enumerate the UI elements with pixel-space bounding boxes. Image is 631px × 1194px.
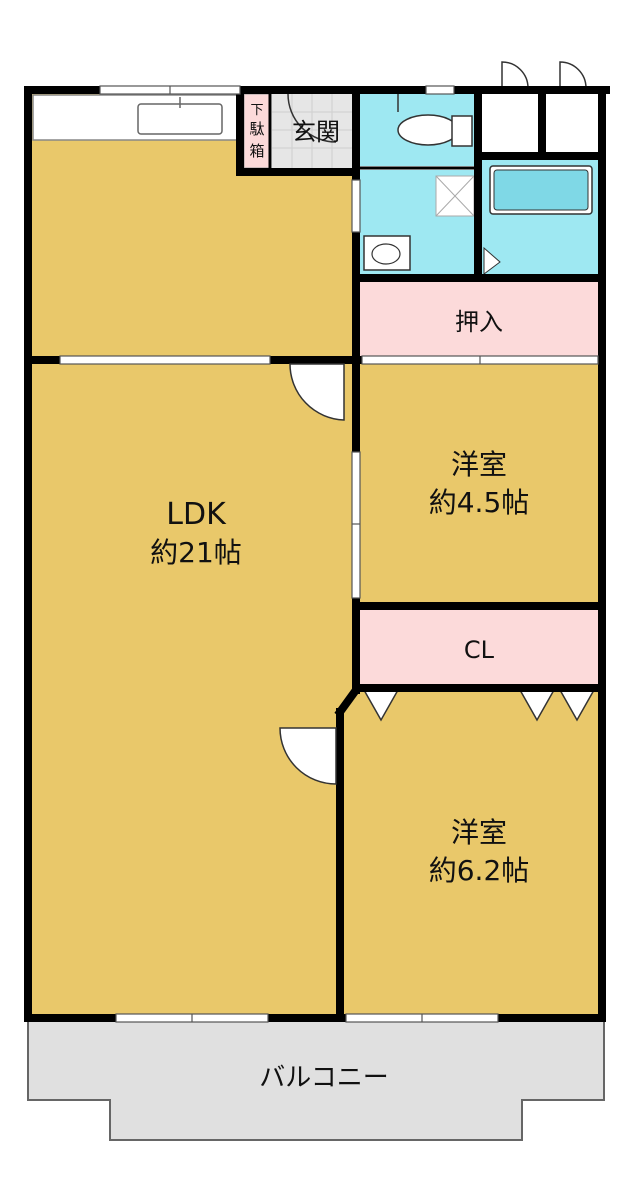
bath-door-triangle: [483, 246, 501, 275]
meter-box-1: [484, 94, 538, 152]
shoe-box-label-2: 駄: [249, 120, 264, 138]
balcony-label: バルコニー: [259, 1063, 388, 1093]
toilet-bowl: [397, 114, 459, 146]
ldk-name: LDK: [166, 497, 227, 532]
thin-partitions: [268, 94, 476, 172]
western1-size: 約4.5帖: [429, 486, 530, 519]
western2-name: 洋室: [451, 816, 507, 849]
entrance-floor: [272, 94, 354, 168]
shoe-box-label-3: 箱: [249, 142, 264, 160]
kitchen-sink: [137, 103, 223, 135]
entrance-door-swing: [287, 93, 337, 143]
western-room-2: [342, 690, 598, 1016]
balcony-area: [27, 1017, 605, 1141]
ldk-floor: [28, 90, 356, 1016]
meter-box-2: [546, 94, 598, 152]
entrance-label: 玄関: [292, 118, 340, 146]
oshiire-area: [360, 282, 598, 358]
oshiire-label: 押入: [455, 308, 503, 336]
pan-cross-2: [435, 175, 475, 217]
shoe-box-label-1: 下: [250, 103, 263, 118]
closet-label: CL: [464, 636, 495, 664]
western2-size: 約6.2帖: [429, 854, 530, 887]
ldk-size: 約21帖: [150, 536, 242, 569]
opening-center-marks: [169, 86, 481, 1022]
western1-name: 洋室: [451, 448, 507, 481]
wash-bowl: [371, 243, 401, 265]
toilet-tank: [451, 115, 473, 147]
closet-door-triangles: [362, 689, 596, 722]
bathtub-inner: [493, 169, 589, 211]
entrance-tile-grid: [272, 94, 354, 168]
meter-door-2: [559, 61, 587, 89]
closet-area: [360, 610, 598, 686]
western-room-1: [360, 364, 598, 604]
meter-door-1: [501, 61, 529, 89]
door-swings: [279, 94, 399, 785]
